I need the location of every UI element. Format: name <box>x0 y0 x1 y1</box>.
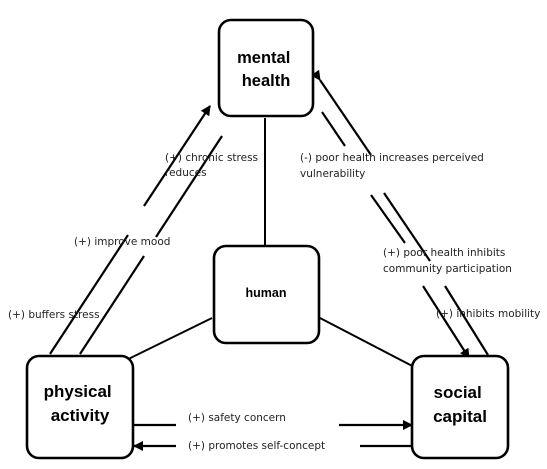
edge-label-chronic-stress-2: reduces <box>165 167 207 179</box>
node-mental-health: mental health <box>217 18 315 118</box>
arrow-mental-social-4 <box>321 111 346 147</box>
arrow-physical-mental-1 <box>49 234 129 355</box>
edge-label-vulnerability-1: (-) poor health increases perceived <box>300 152 484 164</box>
connector-human-social <box>319 317 421 371</box>
edge-label-chronic-stress-1: (+) chronic stress <box>165 152 258 164</box>
node-social-capital: social capital <box>410 354 510 460</box>
edge-label-self-concept: (+) promotes self-concept <box>188 440 325 452</box>
arrow-physical-mental-2 <box>143 105 211 207</box>
social-capital-label-1: social <box>434 383 482 402</box>
social-capital-label-2: capital <box>433 407 487 426</box>
arrows-bottom <box>133 420 413 451</box>
arrow-mental-social-6 <box>444 285 489 356</box>
arrow-mental-social-2 <box>370 194 406 244</box>
edge-label-participation-1: (+) poor health inhibits <box>383 247 505 259</box>
svg-text:social capital: social capital <box>433 383 487 426</box>
node-human: human <box>212 244 321 345</box>
arrow-physical-mental-3 <box>79 255 145 355</box>
svg-text:physical activity: physical activity <box>44 382 117 425</box>
svg-text:(+) chronic stress reduces: (+) chronic stress reduces <box>165 152 261 179</box>
edge-label-participation-2: community participation <box>383 263 512 275</box>
mental-health-label-2: health <box>242 72 291 90</box>
arrows-mental-to-social <box>310 69 489 359</box>
physical-activity-label-2: activity <box>51 406 110 425</box>
physical-activity-label-1: physical <box>44 382 112 401</box>
edge-label-vulnerability-2: vulnerability <box>300 168 365 180</box>
node-physical-activity: physical activity <box>25 354 135 460</box>
edge-label-inhibits-mobility: (+) inhibits mobility <box>436 308 540 320</box>
arrow-mental-social-5 <box>383 192 431 262</box>
arrows-physical-to-mental <box>49 105 223 355</box>
svg-text:(-) poor health increases perc: (-) poor health increases perceived vuln… <box>300 152 487 180</box>
arrow-mental-social-3 <box>422 285 470 359</box>
svg-text:mental health: mental health <box>237 49 295 90</box>
mental-health-label-1: mental <box>237 49 290 67</box>
human-label: human <box>246 286 287 300</box>
edge-label-safety-concern: (+) safety concern <box>188 412 286 424</box>
edge-label-buffers-stress: (+) buffers stress <box>8 309 100 321</box>
svg-text:(+) poor health inhibits c: (+) poor health inhibits community parti… <box>383 247 512 275</box>
edge-label-improve-mood: (+) improve mood <box>74 236 170 248</box>
arrow-physical-mental-4 <box>155 135 223 238</box>
arrow-mental-social-1 <box>310 69 372 156</box>
